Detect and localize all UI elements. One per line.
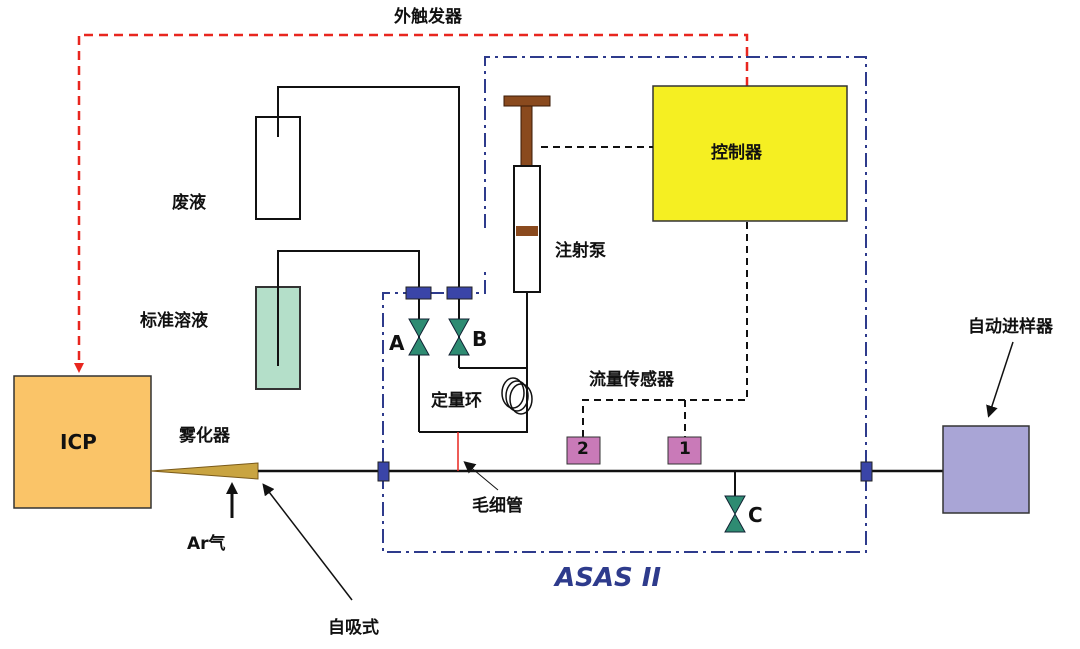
sample-loop-label: 定量环 [431,391,482,411]
valve-b-label: B [472,327,488,351]
sample-loop-coil [501,377,533,415]
capillary-label: 毛细管 [472,496,523,516]
self-aspiration-arrow [262,483,353,601]
icp-box [13,375,152,509]
controller-box [652,85,848,222]
nebulizer-label: 雾化器 [179,426,230,446]
valve-c-label: C [748,503,763,527]
flow-sensor-2 [566,436,601,465]
waste-label: 废液 [172,193,206,213]
valve-a-icon [408,318,430,356]
self-aspiration-label: 自吸式 [328,618,379,638]
syringe-pump-label: 注射泵 [555,241,606,261]
external-trigger-label: 外触发器 [394,7,462,27]
autosampler-arrow [986,341,1014,418]
autosampler-box [942,425,1030,514]
capillary-pointer-arrow [463,461,499,491]
main-line-connector-left [377,461,390,482]
ar-gas-label: Ar气 [187,534,226,554]
waste-tube [277,86,460,288]
flow-sensor-label: 流量传感器 [589,370,674,390]
flow-sensor-1-label: 1 [679,439,691,459]
valve-c-icon [724,495,746,533]
standard-solution-tube [277,250,420,366]
valve-a-label: A [389,331,405,355]
icp-label: ICP [60,430,97,454]
standard-solution-label: 标准溶液 [140,311,208,331]
sensor-control-line [582,222,748,437]
autosampler-label: 自动进样器 [968,317,1053,337]
controller-label: 控制器 [711,143,762,163]
valve-b-connector [446,286,473,300]
asas-brand-label: ASAS II [555,563,662,593]
flow-sensor-1 [667,436,702,465]
nebulizer-shape [150,462,259,480]
valve-a-connector [405,286,432,300]
valve-b-icon [448,318,470,356]
syringe-pump [503,95,551,368]
main-line-connector-right [860,461,873,482]
flow-sensor-2-label: 2 [577,439,589,459]
external-trigger-line [74,33,749,373]
